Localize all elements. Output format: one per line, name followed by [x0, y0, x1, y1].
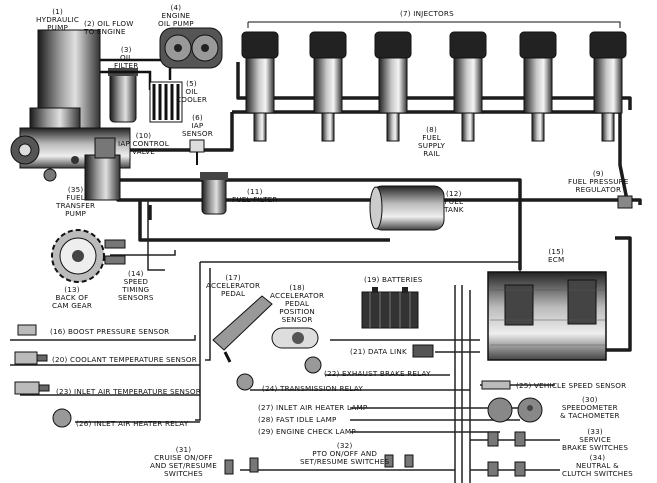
- label-back-of-cam-gear: (13) BACK OF CAM GEAR: [52, 285, 93, 310]
- label-inlet-air-heater-lamp: (27) INLET AIR HEATER LAMP: [258, 403, 368, 412]
- label-oil-flow: (2) OIL FLOW TO ENGINE: [84, 19, 134, 36]
- label-accelerator-pedal: (17) ACCELERATOR PEDAL: [206, 273, 261, 298]
- label-ecm: (15) ECM: [548, 247, 565, 264]
- accelerator-pedal-position-sensor: [271, 327, 319, 349]
- label-accelerator-pedal-position-sensor: (18) ACCELERATOR PEDAL POSITION SENSOR: [270, 283, 325, 324]
- ecm: [487, 271, 607, 361]
- label-inlet-air-heater-relay: (26) INLET AIR HEATER RELAY: [76, 419, 189, 428]
- cam-gear: [51, 229, 105, 283]
- label-cruise-switches: (31) CRUISE ON/OFF AND SET/RESUME SWITCH…: [150, 445, 217, 478]
- iap-sensor: [189, 139, 205, 165]
- label-fast-idle-lamp: (28) FAST IDLE LAMP: [258, 415, 337, 424]
- label-coolant-temperature-sensor: (20) COOLANT TEMPERATURE SENSOR: [52, 355, 197, 364]
- oil-cooler: [149, 81, 183, 123]
- pto-switches-part: [384, 454, 414, 468]
- label-iap-control-valve: (10) IAP CONTROL VALVE: [118, 131, 169, 156]
- label-inlet-air-temperature-sensor: (23) INLET AIR TEMPERATURE SENSOR: [56, 387, 201, 396]
- inlet-air-heater-relay-part: [52, 408, 72, 428]
- transmission-relay-part: [236, 373, 254, 391]
- injector-5: [519, 31, 557, 142]
- injector-6: [589, 31, 627, 142]
- label-fuel-transfer-pump: (35) FUEL TRANSFER PUMP: [56, 185, 96, 218]
- engine-oil-pump: [159, 27, 223, 69]
- label-transmission-relay: (24) TRANSMISSION RELAY: [262, 384, 363, 393]
- injector-bracket: [247, 21, 621, 28]
- label-exhaust-brake-relay: (22) EXHAUST BRAKE RELAY: [324, 369, 431, 378]
- exhaust-brake-relay-part: [304, 356, 322, 374]
- label-hydraulic-pump: (1) HYDRAULIC PUMP: [36, 7, 80, 32]
- boost-pressure-sensor-part: [17, 324, 37, 336]
- coolant-temperature-sensor-part: [14, 351, 48, 365]
- label-fuel-filter: (11) FUEL FILTER: [232, 187, 278, 204]
- label-batteries: (19) BATTERIES: [364, 275, 423, 284]
- hydraulic-pump: [10, 29, 131, 201]
- fuel-filter: [200, 172, 228, 215]
- cruise-switches-part: [224, 457, 259, 475]
- injector-4: [449, 31, 487, 142]
- label-fuel-supply-rail: (8) FUEL SUPPLY RAIL: [418, 125, 446, 158]
- fuel-pressure-regulator: [617, 195, 633, 209]
- injector-3: [374, 31, 412, 142]
- inlet-air-temperature-sensor-part: [14, 381, 50, 395]
- speedometer-tachometer-part: [487, 397, 543, 423]
- lamps: [527, 405, 533, 411]
- label-data-link: (21) DATA LINK: [350, 347, 407, 356]
- label-injectors: (7) INJECTORS: [400, 9, 454, 18]
- label-iap-sensor: (6) IAP SENSOR: [182, 113, 213, 138]
- iap-control-valve: [94, 137, 116, 159]
- label-service-brake-switches: (33) SERVICE BRAKE SWITCHES: [562, 427, 629, 452]
- injector-2: [309, 31, 347, 142]
- injectors: [241, 31, 627, 142]
- service-brake-switches-part: [487, 431, 526, 447]
- label-vehicle-speed-sensor: (25) VEHICLE SPEED SENSOR: [516, 381, 627, 390]
- fuel-tank: [369, 185, 445, 231]
- label-fuel-tank: (12) FUEL TANK: [444, 189, 464, 214]
- vehicle-speed-sensor-part: [481, 380, 511, 390]
- oil-filter: [108, 68, 138, 123]
- label-engine-oil-pump: (4) ENGINE OIL PUMP: [158, 3, 194, 28]
- label-oil-cooler: (5) OIL COOLER: [176, 79, 208, 104]
- data-link-part: [412, 344, 434, 358]
- label-fuel-pressure-regulator: (9) FUEL PRESSURE REGULATOR: [568, 169, 629, 194]
- electrical-wiring: [10, 200, 560, 483]
- label-engine-check-lamp: (29) ENGINE CHECK LAMP: [258, 427, 356, 436]
- neutral-clutch-switches-part: [487, 461, 526, 477]
- label-speedometer-tachometer: (30) SPEEDOMETER & TACHOMETER: [560, 395, 620, 420]
- label-pto-switches: (32) PTO ON/OFF AND SET/RESUME SWITCHES: [300, 441, 390, 466]
- label-neutral-clutch-switches: (34) NEUTRAL & CLUTCH SWITCHES: [562, 453, 633, 478]
- label-boost-pressure-sensor: (16) BOOST PRESSURE SENSOR: [50, 327, 170, 336]
- speed-timing-sensors: [104, 239, 126, 265]
- injector-1: [241, 31, 279, 142]
- batteries: [361, 287, 419, 329]
- label-oil-filter: (3) OIL FILTER: [114, 45, 139, 70]
- label-speed-timing-sensors: (14) SPEED TIMING SENSORS: [118, 269, 154, 302]
- accelerator-pedal: [212, 295, 273, 363]
